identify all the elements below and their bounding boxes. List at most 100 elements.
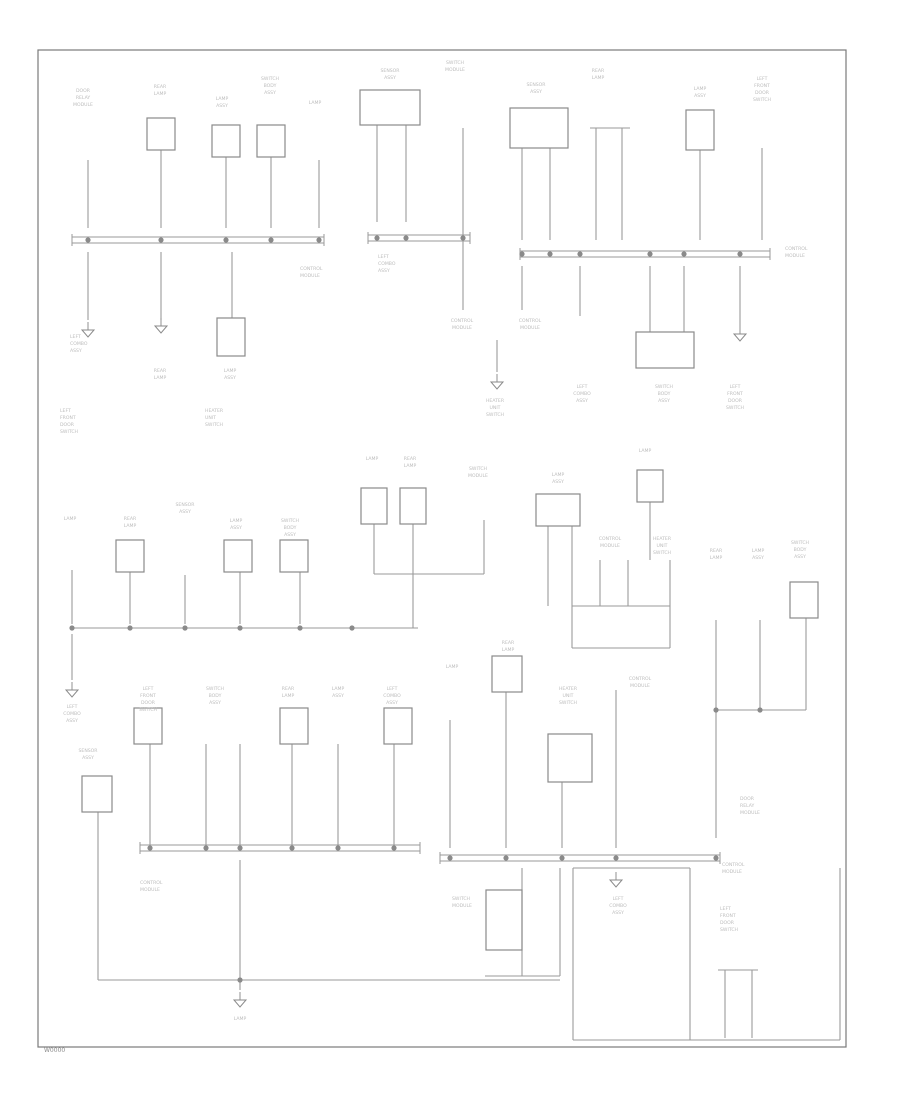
component-label-118: MODULE: [785, 253, 805, 259]
component-label-251: CONTROL: [140, 880, 163, 886]
splice-dot-27: [316, 237, 322, 243]
splice-layer: [69, 235, 763, 983]
connector-box-279: [485, 889, 523, 951]
component-label-136: SWITCH: [281, 518, 299, 524]
component-label-191: LAMP: [710, 555, 723, 561]
splice-dot-245: [391, 845, 397, 851]
component-label-208: SENSOR: [79, 748, 99, 754]
component-label-161: REAR: [404, 456, 417, 462]
component-label-205: DOOR: [740, 796, 755, 802]
splice-dot-271: [447, 855, 453, 861]
connector-box-173: [535, 493, 581, 527]
component-label-195: BODY: [794, 547, 807, 553]
component-label-163: SWITCH: [469, 466, 487, 472]
splice-dot-65: [403, 235, 409, 241]
component-label-179: CONTROL: [599, 536, 622, 542]
splice-dot-66: [460, 235, 466, 241]
component-label-85: ASSY: [694, 93, 706, 99]
component-label-8: BODY: [264, 83, 277, 89]
component-label-41: REAR: [154, 368, 167, 374]
splice-dot-153: [349, 625, 355, 631]
component-label-129: LAMP: [64, 516, 77, 522]
splice-dot-244: [335, 845, 341, 851]
component-label-39: CONTROL: [300, 266, 323, 272]
component-label-54: SWITCH: [446, 60, 464, 66]
component-label-123: BODY: [658, 391, 671, 397]
component-label-280: SWITCH: [452, 896, 470, 902]
component-label-206: RELAY: [740, 803, 755, 809]
component-label-190: REAR: [710, 548, 723, 554]
splice-dot-104: [547, 251, 553, 257]
splice-dot-24: [158, 237, 164, 243]
ground-symbol-76: [489, 381, 505, 390]
splice-dot-240: [147, 845, 153, 851]
ground-symbol-288: [608, 879, 624, 888]
component-label-254: REAR: [502, 640, 515, 646]
component-label-157: LEFT: [67, 704, 78, 710]
splice-dot-272: [503, 855, 509, 861]
figure-id: W0000: [44, 1047, 65, 1054]
connector-box-139: [115, 539, 145, 573]
component-label-263: MODULE: [630, 683, 650, 689]
component-label-213: LEFT: [143, 686, 154, 692]
component-label-171: LAMP: [552, 472, 565, 478]
splice-dot-103: [519, 251, 525, 257]
component-label-55: MODULE: [445, 67, 465, 73]
connector-box-90: [509, 107, 569, 149]
component-label-38: ASSY: [70, 348, 82, 354]
connector-box-197: [789, 581, 819, 619]
ground-symbol-32: [80, 329, 96, 338]
component-label-193: ASSY: [752, 555, 764, 561]
component-label-45: LEFT: [60, 408, 71, 414]
component-label-68: COMBO: [378, 261, 396, 267]
component-label-214: FRONT: [140, 693, 156, 699]
component-label-69: ASSY: [378, 268, 390, 274]
component-label-216: SWITCH: [139, 707, 157, 713]
component-label-223: ASSY: [332, 693, 344, 699]
splice-dot-150: [182, 625, 188, 631]
connector-box-166: [399, 487, 427, 525]
splice-dot-242: [237, 845, 243, 851]
ground-symbol-34: [153, 325, 169, 334]
components-layer: [81, 89, 819, 951]
component-label-294: LEFT: [720, 906, 731, 912]
connector-box-11: [146, 117, 176, 151]
component-label-125: LEFT: [730, 384, 741, 390]
component-label-0: DOOR: [76, 88, 91, 94]
splice-dot-64: [374, 235, 380, 241]
component-label-5: LAMP: [216, 96, 229, 102]
component-label-255: LAMP: [502, 647, 515, 653]
component-label-291: ASSY: [612, 910, 624, 916]
component-label-158: COMBO: [63, 711, 81, 717]
component-label-261: SWITCH: [559, 700, 577, 706]
component-label-120: COMBO: [573, 391, 591, 397]
component-label-135: ASSY: [230, 525, 242, 531]
component-label-295: FRONT: [720, 913, 736, 919]
splice-dot-152: [297, 625, 303, 631]
splice-dot-273: [559, 855, 565, 861]
component-label-253: LAMP: [446, 664, 459, 670]
component-label-290: COMBO: [609, 903, 627, 909]
component-label-2: MODULE: [73, 102, 93, 108]
component-label-289: LEFT: [613, 896, 624, 902]
component-label-6: ASSY: [216, 103, 228, 109]
connector-box-56: [359, 89, 421, 126]
component-label-138: ASSY: [284, 532, 296, 538]
component-label-44: ASSY: [224, 375, 236, 381]
component-label-43: LAMP: [224, 368, 237, 374]
component-label-88: DOOR: [755, 90, 770, 96]
splice-dot-151: [237, 625, 243, 631]
component-label-84: LAMP: [694, 86, 707, 92]
splice-dot-247: [237, 977, 243, 983]
splice-dot-105: [577, 251, 583, 257]
component-label-67: LEFT: [378, 254, 389, 260]
component-label-133: ASSY: [179, 509, 191, 515]
splice-dot-149: [127, 625, 133, 631]
component-label-182: UNIT: [657, 543, 668, 549]
component-label-159: ASSY: [66, 718, 78, 724]
component-label-122: SWITCH: [655, 384, 673, 390]
connector-box-228: [279, 707, 309, 745]
component-label-222: LAMP: [332, 686, 345, 692]
component-label-281: MODULE: [452, 903, 472, 909]
